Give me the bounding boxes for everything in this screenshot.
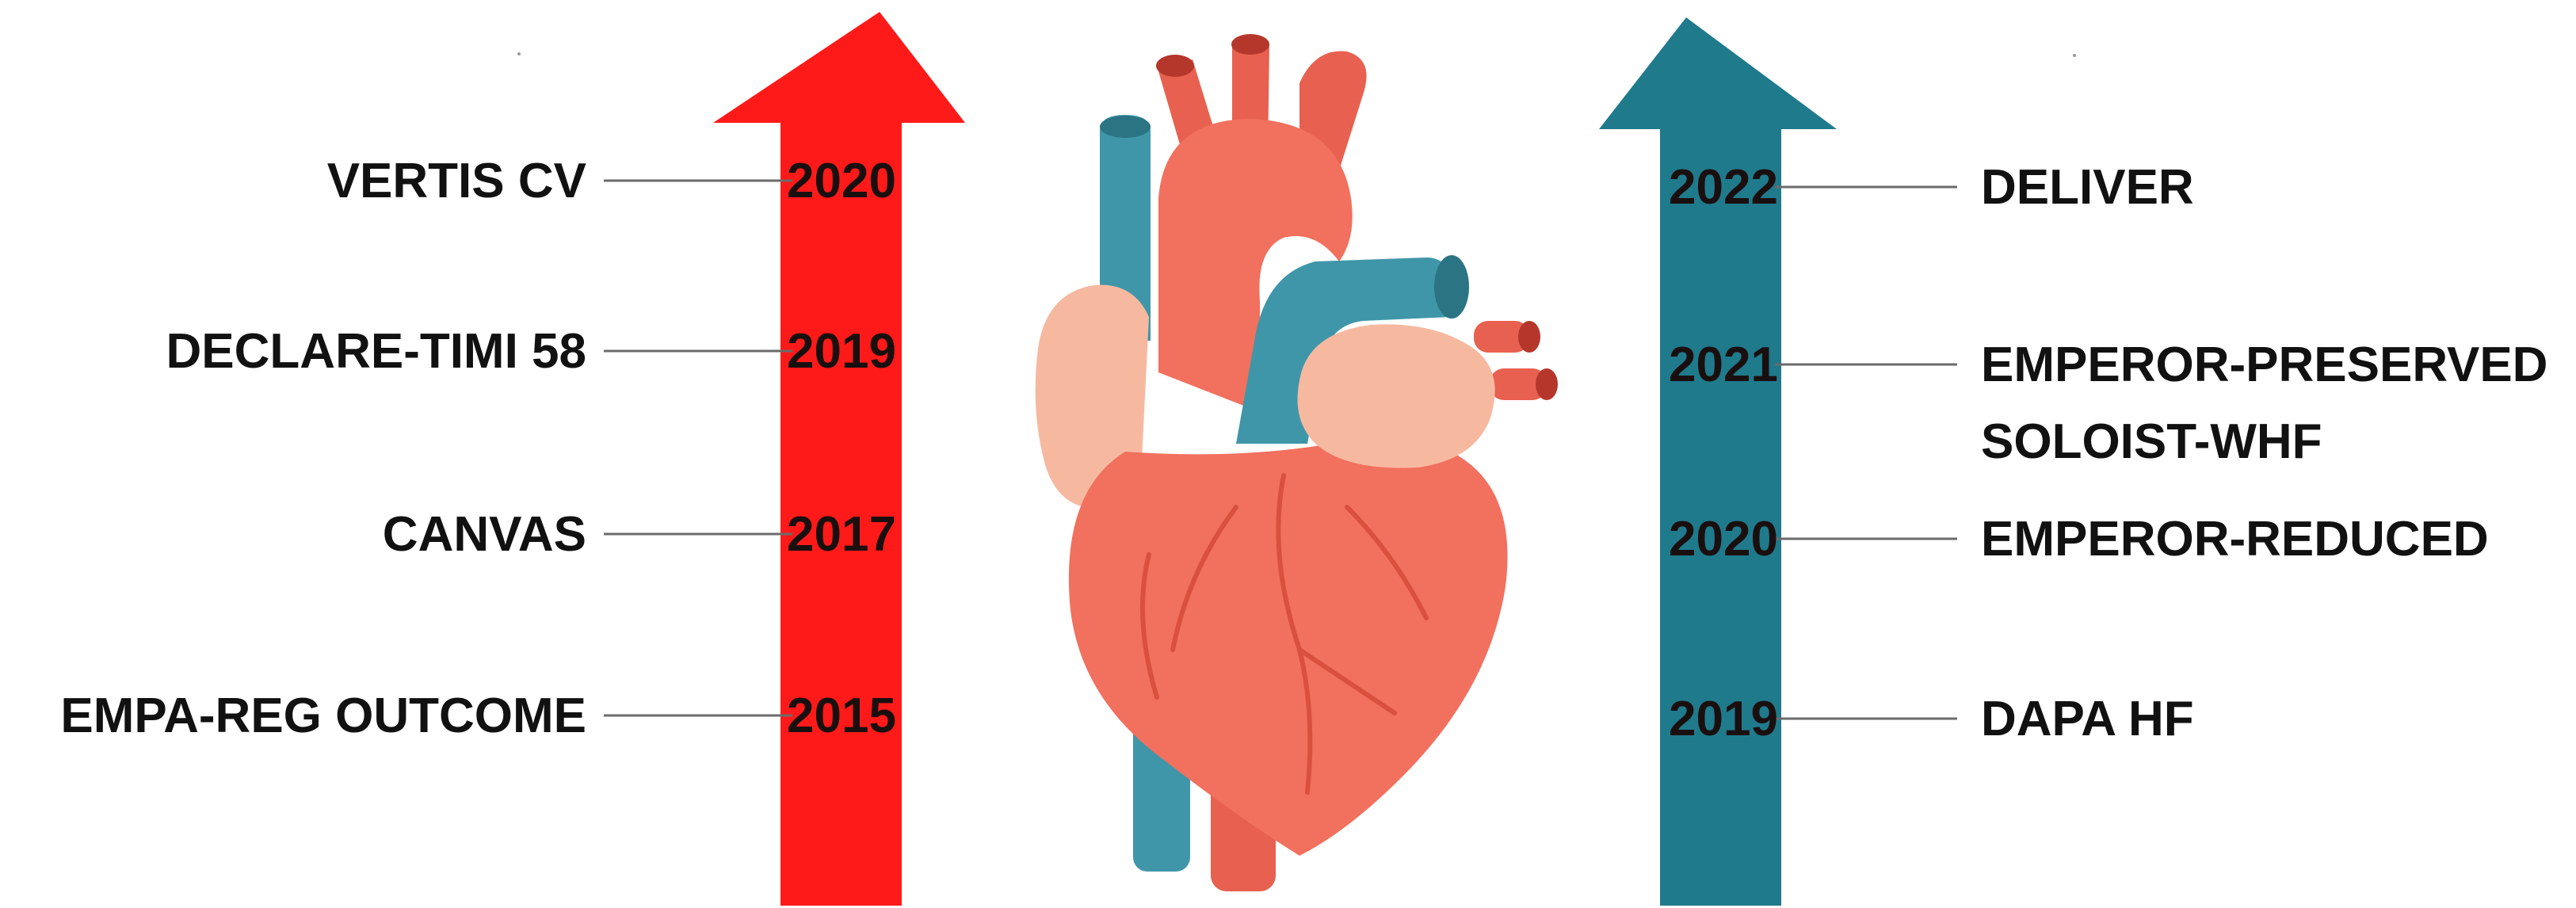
right-entry-1: 2022 DELIVER (1669, 160, 2194, 215)
right-entry-4: 2019 DAPA HF (1669, 692, 2194, 746)
pulmonary-vein-1 (1474, 321, 1529, 353)
branch-1-opening (1156, 55, 1194, 77)
right-arrow-head (1599, 17, 1837, 129)
heart-anatomy-icon (1035, 34, 1558, 891)
right-arrow-shaft (1660, 127, 1781, 906)
speck-right (2073, 54, 2076, 57)
left-year-1: 2020 (787, 154, 896, 208)
left-trial-4: EMPA-REG OUTCOME (60, 689, 586, 743)
left-year-4: 2015 (787, 689, 896, 743)
aortic-arch (1158, 119, 1353, 412)
right-entry-3: 2020 EMPEROR-REDUCED (1669, 512, 2489, 567)
ventricles (1068, 437, 1508, 856)
left-year-3: 2017 (787, 507, 896, 562)
superior-vena-cava (1100, 115, 1151, 341)
pulmonary-artery (1236, 258, 1452, 444)
right-trial-3: EMPEROR-REDUCED (1981, 512, 2489, 567)
right-trial-2: EMPEROR-PRESERVED (1981, 338, 2547, 392)
right-atrium (1035, 284, 1149, 509)
left-trial-2: DECLARE-TIMI 58 (166, 324, 586, 379)
right-timeline-arrow (1599, 17, 1837, 906)
right-entry-2: 2021 EMPEROR-PRESERVED SOLOIST-WHF (1669, 338, 2547, 469)
svc-opening (1100, 116, 1151, 138)
right-year-4: 2019 (1669, 692, 1778, 746)
pulmonary-vein-2 (1490, 368, 1547, 400)
right-trial-4: DAPA HF (1981, 692, 2194, 746)
left-entry-2: DECLARE-TIMI 58 2019 (166, 324, 896, 379)
left-arrow-head (713, 12, 965, 123)
left-atrium (1297, 324, 1495, 468)
left-entry-3: CANVAS 2017 (383, 507, 896, 562)
right-trial-2-line2: SOLOIST-WHF (1981, 414, 2322, 469)
left-entry-1: VERTIS CV 2020 (327, 154, 896, 208)
pulmonary-opening (1434, 255, 1469, 319)
right-year-3: 2020 (1669, 512, 1778, 567)
left-entry-4: EMPA-REG OUTCOME 2015 (60, 689, 896, 743)
branch-2-opening (1231, 34, 1269, 55)
right-trial-1: DELIVER (1981, 160, 2194, 215)
left-year-2: 2019 (787, 324, 896, 379)
left-trial-3: CANVAS (383, 507, 586, 562)
left-timeline-arrow (713, 12, 965, 906)
left-arrow-shaft (780, 121, 902, 906)
pv-1-opening (1518, 321, 1540, 353)
pv-2-opening (1536, 368, 1558, 400)
right-year-1: 2022 (1669, 160, 1778, 215)
coronary-vessels (1140, 473, 1429, 795)
right-year-2: 2021 (1669, 338, 1778, 392)
left-trial-1: VERTIS CV (327, 154, 586, 208)
speck-left (517, 52, 521, 55)
